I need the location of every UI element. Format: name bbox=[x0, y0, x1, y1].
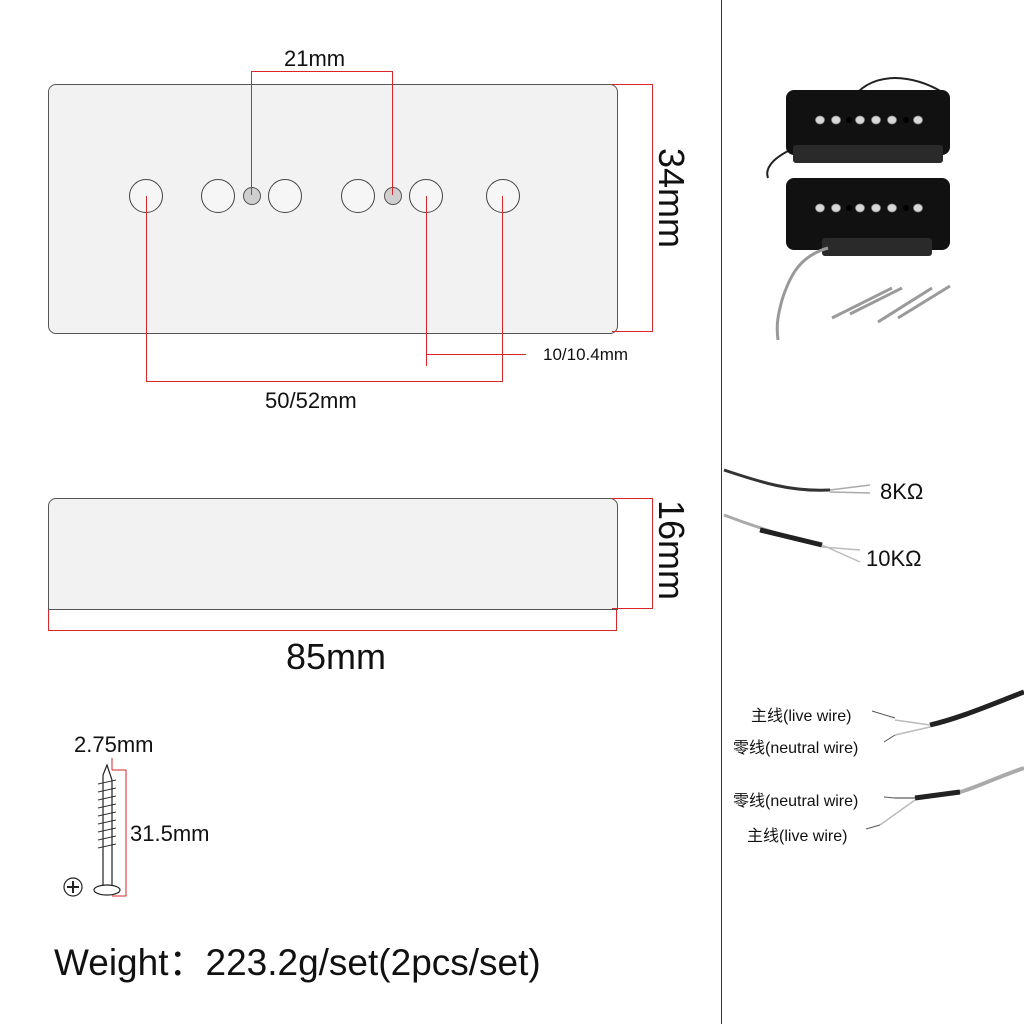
dim-line-50mm bbox=[146, 381, 503, 382]
dim-line-34mm bbox=[612, 331, 653, 332]
dim-line-85mm bbox=[48, 610, 49, 631]
dim-line-50mm bbox=[502, 196, 503, 382]
dim-line-mount bbox=[426, 196, 427, 366]
pole-piece bbox=[268, 179, 302, 213]
wire-label-live-2: 主线(live wire) bbox=[747, 828, 848, 845]
resistance-label-8k: 8KΩ bbox=[880, 479, 924, 504]
panel-divider bbox=[721, 0, 722, 1024]
dim-line-16mm bbox=[612, 608, 653, 609]
dim-line-16mm bbox=[612, 498, 653, 499]
dim-line-21mm bbox=[251, 71, 252, 195]
mount-hole bbox=[384, 187, 402, 205]
dim-label-screw-diameter: 2.75mm bbox=[74, 732, 154, 757]
dim-label-mount-spacing: 10/10.4mm bbox=[543, 345, 629, 364]
weight-label: Weight：223.2g/set(2pcs/set) bbox=[54, 942, 541, 983]
wire-label-neutral-1: 零线(neutral wire) bbox=[733, 740, 859, 757]
dim-line-mount bbox=[426, 354, 526, 355]
pole-piece bbox=[201, 179, 235, 213]
dim-line-85mm bbox=[616, 610, 617, 631]
dim-line-50mm bbox=[146, 196, 147, 382]
pickup-side-view bbox=[48, 498, 618, 610]
dim-line-21mm bbox=[392, 71, 393, 195]
wire-label-neutral-2: 零线(neutral wire) bbox=[733, 793, 859, 810]
dim-line-21mm bbox=[251, 71, 393, 72]
dim-label-pole-spacing: 21mm bbox=[284, 46, 346, 71]
dim-line-85mm bbox=[48, 630, 617, 631]
resistance-label-10k: 10KΩ bbox=[866, 546, 922, 571]
dim-label-length: 85mm bbox=[286, 636, 387, 677]
pole-piece bbox=[486, 179, 520, 213]
dim-label-screw-length: 31.5mm bbox=[130, 821, 210, 846]
wire-label-live-1: 主线(live wire) bbox=[751, 708, 852, 725]
pole-piece bbox=[341, 179, 375, 213]
dim-label-pole-span: 50/52mm bbox=[265, 388, 357, 413]
dim-line-16mm bbox=[652, 498, 653, 609]
dim-line-34mm bbox=[612, 84, 653, 85]
dim-line-34mm bbox=[652, 84, 653, 332]
mount-hole bbox=[243, 187, 261, 205]
